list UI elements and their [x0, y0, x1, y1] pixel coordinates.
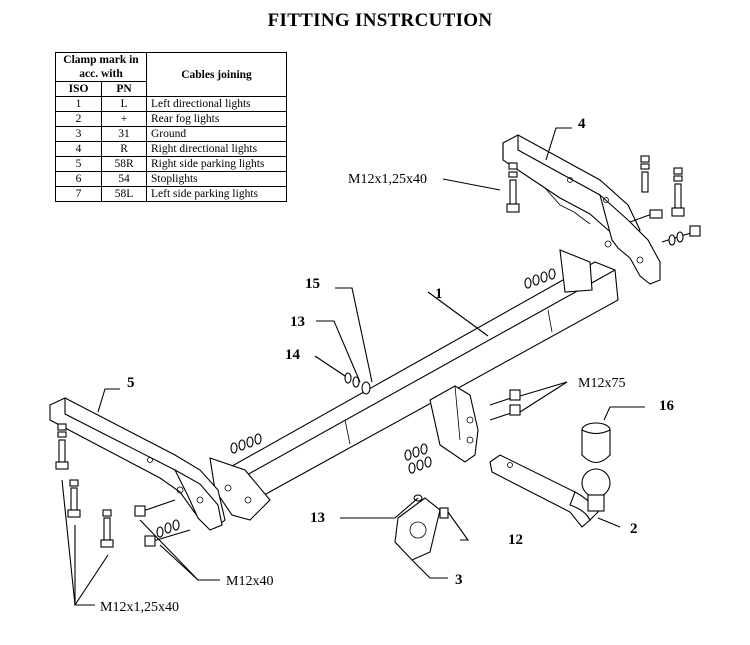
part-number-16: 16 [659, 398, 675, 414]
part-number-13-bottom: 13 [310, 510, 325, 526]
table-row: 4 R Right directional lights [54, 141, 287, 157]
table-row: 5 58R Right side parking lights [54, 156, 287, 172]
desc-cell: Left side parking lights [146, 186, 287, 202]
part-number-14: 14 [285, 347, 301, 363]
part-number-12: 12 [508, 532, 523, 548]
bolt-label-m12x75: M12x75 [578, 376, 625, 391]
main-crossbar [209, 249, 619, 521]
center-hanger-bracket [429, 385, 479, 463]
bolt-label-bottom-left: M12x1,25x40 [100, 600, 179, 615]
right-bracket-hardware [506, 155, 701, 289]
desc-cell: Right side parking lights [146, 156, 287, 172]
part-number-15: 15 [305, 276, 320, 292]
part-number-13-top: 13 [290, 314, 305, 330]
leader-lines [61, 127, 645, 606]
bolt-label-m12x40: M12x40 [226, 574, 273, 589]
part-number-4: 4 [578, 116, 586, 132]
table-row: 2 + Rear fog lights [54, 111, 287, 127]
part-number-2: 2 [630, 521, 638, 537]
left-bracket-hardware [55, 423, 262, 548]
center-hardware [344, 372, 521, 474]
bolt-label-top-right: M12x1,25x40 [348, 172, 427, 187]
table-row: 3 31 Ground [54, 126, 287, 142]
header-clamp-mark: Clamp mark in acc. with [55, 52, 147, 82]
pn-cell: 58R [101, 156, 147, 172]
part-number-1: 1 [435, 286, 443, 302]
socket-plate [394, 494, 449, 561]
cable-joining-table: Clamp mark in acc. with Cables joining I… [54, 52, 287, 202]
part-number-5: 5 [127, 375, 135, 391]
ball-cap [581, 422, 611, 464]
table-subheader-row: ISO PN [54, 81, 287, 97]
iso-cell: 7 [54, 186, 103, 202]
header-pn: PN [101, 81, 147, 97]
page-title: FITTING INSTRCUTION [267, 10, 493, 31]
left-bracket [49, 397, 226, 531]
tow-ball-neck [489, 454, 611, 528]
right-bracket [502, 134, 661, 285]
part-number-3: 3 [455, 572, 463, 588]
table-row: 7 58L Left side parking lights [54, 186, 287, 202]
